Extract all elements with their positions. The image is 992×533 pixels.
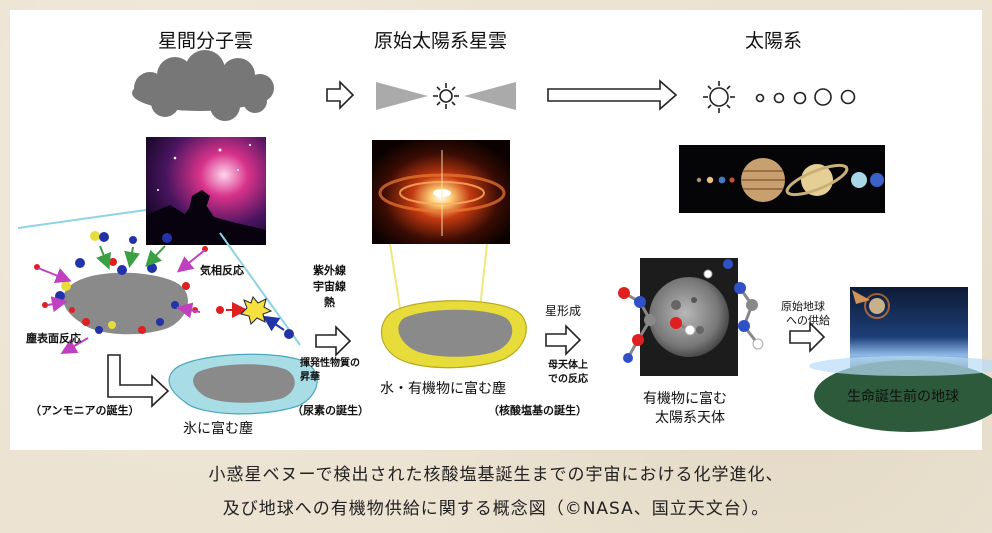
- zoom-guide-lines: [17, 209, 301, 346]
- protoplanetary-disk-photo: [372, 140, 510, 244]
- label-parent-body-2: での反応: [548, 374, 588, 385]
- protoplanetary-nebula-icon: [376, 82, 516, 110]
- hollow-arrow-icon-3: [545, 324, 582, 356]
- label-organic-body-1: 有機物に富む: [643, 391, 727, 407]
- label-heat: 熱: [324, 296, 335, 309]
- label-gas-phase-reaction: 気相反応: [200, 264, 244, 277]
- nucleobase-molecule-icon: [618, 259, 764, 363]
- stage-title-molecular-cloud: 星間分子雲: [158, 30, 254, 52]
- caption-line-1: 小惑星ベヌーで検出された核酸塩基誕生までの宇宙における化学進化、: [208, 465, 784, 485]
- interstellar-dust-grain-icon: [63, 272, 188, 335]
- solar-system-icon: [703, 81, 856, 113]
- label-urea-birth: （尿素の誕生）: [292, 404, 369, 417]
- ice-rich-dust-icon: [168, 353, 318, 415]
- label-organic-rich-dust: 水・有機物に富む塵: [380, 381, 506, 397]
- long-hollow-arrow-icon: [547, 79, 678, 111]
- hollow-arrow-icon-4: [789, 321, 826, 353]
- l-shaped-arrow-icon: [107, 354, 170, 408]
- reaction-arrows: [37, 245, 285, 355]
- zoom-guide-lines-yellow: [389, 243, 488, 309]
- label-ice-rich-dust: 氷に富む塵: [183, 421, 253, 437]
- hollow-arrow-icon-2: [315, 325, 352, 357]
- label-volatile-sublimation-1: 揮発性物質の: [300, 358, 360, 369]
- stage-title-solar-nebula: 原始太陽系星雲: [374, 30, 508, 52]
- hollow-arrow-icon: [326, 80, 355, 110]
- caption-line-2: 及び地球への有機物供給に関する概念図（©NASA、国立天文台）。: [222, 499, 770, 519]
- label-volatile-sublimation-2: 昇華: [300, 372, 320, 383]
- label-cosmic-ray: 宇宙線: [313, 280, 346, 293]
- label-dust-surface-reaction: 塵表面反応: [26, 332, 81, 345]
- label-organic-body-2: 太陽系天体: [655, 410, 725, 426]
- label-star-formation: 星形成: [545, 304, 582, 318]
- label-supply-1: 原始地球: [781, 300, 825, 313]
- solar-system-planets-photo: [679, 145, 885, 213]
- label-supply-2: への供給: [786, 314, 830, 327]
- label-uv: 紫外線: [313, 264, 346, 277]
- early-earth-photo: [809, 287, 992, 432]
- label-ammonia-birth: （アンモニアの誕生）: [30, 404, 140, 417]
- reaction-burst-icon: [240, 295, 273, 325]
- horsehead-nebula-photo: [146, 137, 266, 245]
- asteroid-bennu-photo: [640, 258, 738, 376]
- stage-title-solar-system: 太陽系: [745, 30, 803, 52]
- label-parent-body-1: 母天体上: [548, 360, 588, 371]
- label-nucleobase-birth: （核酸塩基の誕生）: [488, 404, 587, 417]
- label-early-earth: 生命誕生前の地球: [847, 389, 959, 405]
- organic-rich-dust-icon: [380, 300, 527, 369]
- molecular-cloud-icon: [132, 50, 274, 121]
